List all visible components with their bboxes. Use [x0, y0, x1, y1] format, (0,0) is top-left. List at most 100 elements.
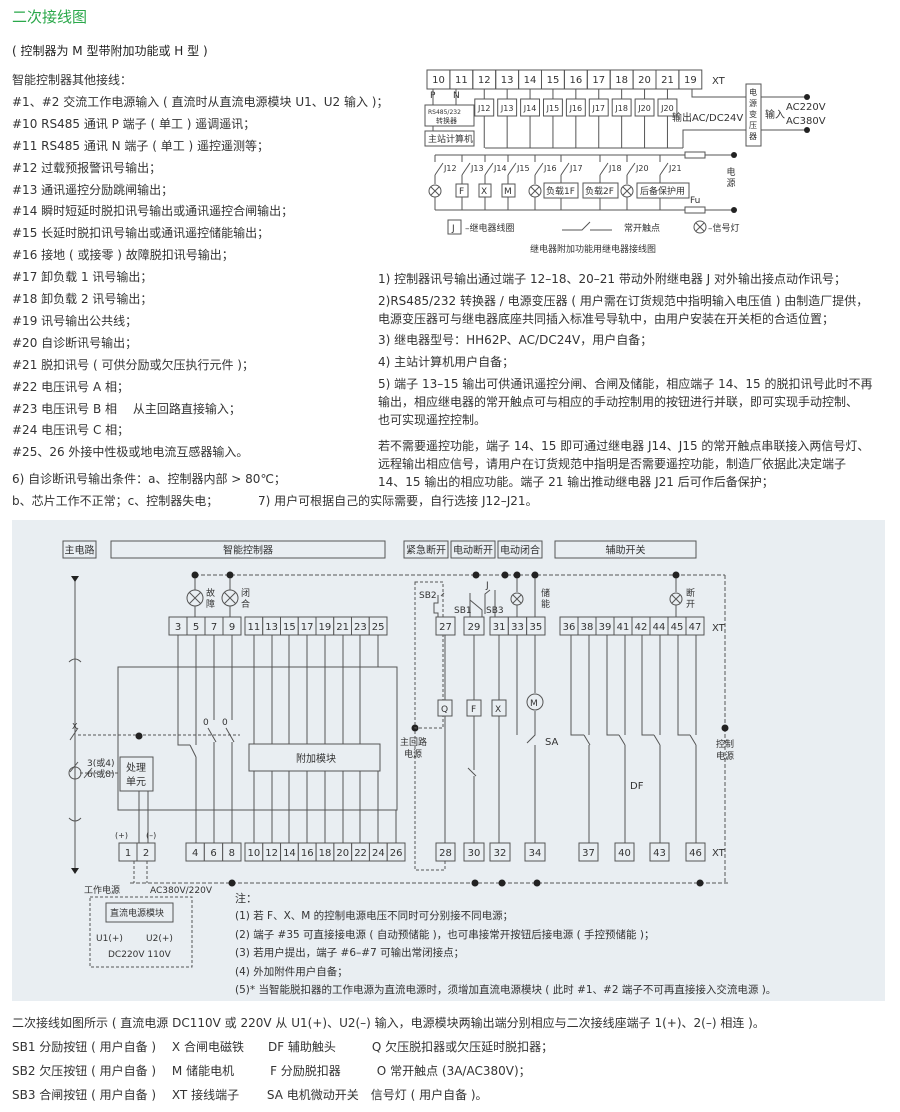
- terminal-40: [614, 842, 635, 862]
- aux-contact-label-2: 6(或8): [87, 768, 114, 780]
- relay-contact-label: J17: [569, 164, 583, 173]
- terminal-label: 14: [524, 75, 537, 86]
- shunt-release-box: [466, 699, 482, 717]
- contact-zero-label: 0: [203, 718, 209, 728]
- list-item: #17 卸负载 1 讯号输出；: [12, 270, 153, 285]
- terminal-32: [489, 842, 511, 862]
- storage-label: 储: [541, 587, 550, 599]
- terminal-label: 24: [372, 848, 385, 859]
- terminal-label: 14: [283, 848, 296, 859]
- note-line: 输出，相应继电器的常开触点可与相应的手动控制用的按钮进行并联，即可实现手动控制、: [378, 395, 859, 409]
- xt-label: XT: [712, 76, 726, 87]
- processing-unit-label: 处理: [126, 762, 146, 774]
- legend-contact-label: 常开触点: [624, 222, 660, 234]
- list-item: #10 RS485 通讯 P 端子 ( 单工 ) 遥调遥讯；: [12, 116, 256, 131]
- terminal-25: [368, 616, 388, 636]
- diagram-panel: [12, 520, 885, 1001]
- x-label: X: [495, 705, 501, 715]
- undervoltage-release-box: [437, 699, 453, 717]
- note-line: 2)RS485/232 转换器 / 电源变压器 ( 用户需在订货规范中指明输入电…: [378, 294, 869, 308]
- note-line: 远程输出相应信号，请用户在订货规范中指明是否需要遥控功能，制造厂依据此决定端子: [378, 457, 847, 471]
- terminal-label: 43: [653, 848, 666, 859]
- motor-icon: [526, 693, 544, 711]
- legend-line: 二次接线如图所示 ( 直流电源 DC110V 或 220V 从 U1(+)、U2…: [12, 1016, 765, 1030]
- dc-voltage-label: DC220V 110V: [108, 950, 172, 960]
- relay-coil-label: J14: [523, 104, 537, 113]
- list-item: #14 瞬时短延时脱扣讯号输出或通讯遥控合闸输出；: [12, 204, 294, 219]
- terminal-label: 15: [283, 622, 296, 633]
- terminal-label: 12: [478, 75, 491, 86]
- main-power-label: 电源: [404, 748, 422, 760]
- signal-lamp-icon: [428, 184, 442, 198]
- terminal-label: 28: [439, 848, 452, 859]
- terminal-label: 33: [511, 622, 524, 633]
- terminal-label: 45: [671, 622, 684, 633]
- list-item: #1、#2 交流工作电源输入 ( 直流时从直流电源模块 U1、U2 输入 )；: [12, 94, 389, 109]
- terminal-label: 25: [372, 622, 385, 633]
- relay-contact-icon: [434, 155, 444, 184]
- terminal-label: 40: [618, 848, 631, 859]
- list-item: #16 接地 ( 或接零 ) 故障脱扣讯号输出；: [12, 248, 234, 263]
- relay-coil-label: J20: [637, 104, 651, 113]
- relay-contact-icon: [560, 155, 570, 184]
- converter-label: 转换器: [436, 116, 457, 125]
- load-x-label: X: [481, 187, 487, 197]
- terminal-label: 13: [265, 622, 278, 633]
- header-box: [497, 540, 543, 559]
- note-line: 电源变压器可与继电器底座共同插入标准号导轨中，由用户安装在开关柜的合适位置；: [378, 312, 835, 326]
- storage-label: 能: [541, 598, 550, 610]
- emergency-button-dashed-box: [414, 581, 444, 729]
- terminal-46: [685, 842, 706, 862]
- input-label: 输入: [765, 108, 785, 121]
- terminal-47: [685, 616, 705, 636]
- note-line: 14、15 输出的相应功能。端子 21 输出推动继电器 J21 后可作后备保护；: [378, 475, 774, 489]
- f-label: F: [471, 705, 476, 715]
- relay-contact-label: J12: [443, 164, 457, 173]
- list-item: #15 长延时脱扣讯号输出或通讯遥控储能输出；: [12, 226, 270, 241]
- relay-contact-icon: [599, 155, 609, 184]
- terminal-2: [136, 842, 156, 862]
- header-label: 电动断开: [453, 544, 493, 557]
- fuse-label: Fu: [690, 196, 700, 206]
- rs485-converter-box: [424, 104, 475, 127]
- note-item: (3) 若用户提出，端子 #6–#7 可输出常闭接点；: [235, 947, 465, 959]
- u2-label: U2(+): [146, 934, 173, 944]
- relay-coil-label: J16: [569, 104, 583, 113]
- load1-label: 负载1F: [546, 185, 575, 197]
- ac220-label: AC220V: [786, 102, 826, 113]
- header-box: [450, 540, 496, 559]
- terminal-label: 13: [501, 75, 514, 86]
- terminal-label: 17: [301, 622, 314, 633]
- list-item: 智能控制器其他接线：: [12, 73, 133, 87]
- terminal-label: 22: [354, 848, 367, 859]
- terminal-label: 2: [143, 848, 149, 859]
- terminal-label: 39: [599, 622, 612, 633]
- terminal-8: [222, 842, 242, 862]
- load-f-label: F: [459, 187, 464, 197]
- storage-lamp-icon: [510, 578, 524, 617]
- relay-contact-label: J13: [470, 164, 484, 173]
- list-item: #18 卸负载 2 讯号输出；: [12, 292, 153, 306]
- closed-label: 闭: [241, 587, 250, 599]
- relay-contact-icon: [626, 155, 636, 184]
- ac-power-label: AC380V/220V: [150, 886, 213, 896]
- relay-contact-label: J14: [493, 164, 507, 173]
- note-6: 6) 自诊断讯号输出条件：a、控制器内部 > 80℃；: [12, 472, 286, 486]
- relay-coil-label: J15: [546, 104, 560, 113]
- aux-contact-label-1: 3(或4): [87, 757, 114, 769]
- relay-coil-label: J17: [591, 104, 605, 113]
- fuse-icon: [684, 206, 706, 214]
- notes-title: 注：: [235, 892, 257, 905]
- sb3-label: SB3: [486, 606, 504, 616]
- sa-label: SA: [545, 737, 559, 748]
- terminal-label: 47: [689, 622, 702, 633]
- terminal-label: 20: [638, 75, 651, 86]
- list-item: #19 讯号输出公共线；: [12, 313, 138, 328]
- legend-line: SB3 合闸按钮 ( 用户自备 ) XT 接线端子 SA 电机微动开关 信号灯 …: [12, 1088, 488, 1102]
- fault-label: 障: [206, 598, 215, 610]
- relay-coil-label: J12: [477, 104, 491, 113]
- note-line: 1) 控制器讯号输出通过端子 12–18、20–21 带动外附继电器 J 对外输…: [378, 272, 847, 286]
- terminal-label: 44: [653, 622, 666, 633]
- controller-box: [117, 666, 398, 811]
- rs485-label: RS485/232: [428, 109, 461, 116]
